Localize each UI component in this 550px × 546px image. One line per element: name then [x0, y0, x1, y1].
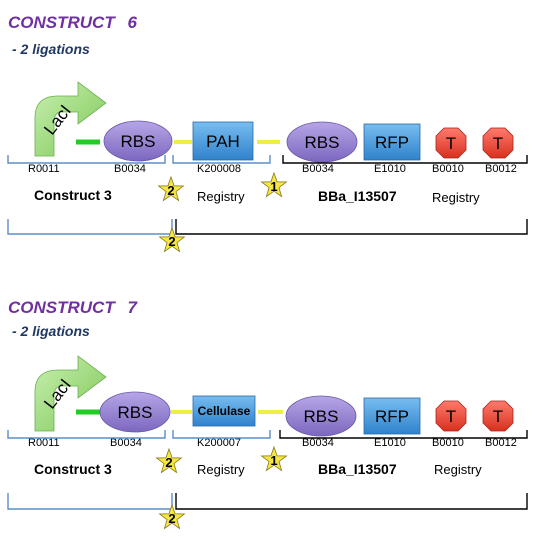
source-label: Construct 3 [34, 461, 112, 477]
promoter-arrow: LacI [34, 81, 107, 157]
terminator-2-label: T [493, 407, 503, 426]
bracket-row [7, 493, 528, 510]
promoter-arrow: LacI [34, 355, 107, 432]
rbs-1: RBS [99, 391, 171, 433]
rbs-2-label: RBS [304, 407, 339, 426]
part-code: B0012 [485, 163, 517, 175]
source-label: Registry [197, 189, 245, 204]
part-code: B0034 [114, 163, 146, 175]
star-number: 1 [270, 179, 277, 194]
part-code: B0034 [302, 437, 334, 449]
star-number: 1 [270, 453, 277, 468]
source-label: Registry [434, 462, 482, 477]
construct-7: CONSTRUCT 7 - 2 ligations LacI RBS Cellu… [7, 298, 528, 529]
bracket-row [7, 219, 528, 235]
part-code: B0034 [302, 163, 334, 175]
star-number: 2 [165, 455, 172, 470]
star-number: 2 [168, 234, 175, 249]
part-code: K200008 [197, 163, 241, 175]
terminator-2-label: T [493, 134, 503, 153]
ligation-star: 2 [158, 176, 184, 201]
coding-box: PAH [192, 121, 254, 161]
star-number: 2 [167, 183, 174, 198]
construct-6: CONSTRUCT 6 - 2 ligations LacI RBS PAH R… [7, 13, 528, 252]
part-code: B0034 [110, 437, 142, 449]
part-code: E1010 [374, 437, 406, 449]
construct-6-title: CONSTRUCT 6 [8, 13, 137, 32]
terminator-1: T [435, 127, 467, 159]
construct-7-title: CONSTRUCT 7 [8, 298, 138, 317]
biobrick-label: BBa_I13507 [318, 461, 397, 477]
rbs-2: RBS [286, 121, 358, 163]
bracket-row [7, 430, 528, 439]
coding-box: Cellulase [192, 395, 256, 427]
part-code: B0010 [432, 437, 464, 449]
ligation-star: 2 [156, 448, 182, 473]
terminator-2: T [482, 127, 514, 159]
coding-label: Cellulase [198, 404, 251, 418]
source-label: Construct 3 [34, 187, 112, 203]
bracket-row [7, 155, 528, 164]
star-number: 2 [168, 511, 175, 526]
rbs-2: RBS [285, 395, 357, 437]
part-code: R0011 [28, 163, 60, 175]
ligation-star: 2 [159, 227, 185, 252]
part-code: K200007 [197, 437, 241, 449]
source-label: Registry [197, 462, 245, 477]
terminator-1-label: T [446, 407, 456, 426]
rbs-1: RBS [103, 120, 173, 162]
part-code: B0012 [485, 437, 517, 449]
rbs-1-label: RBS [121, 132, 156, 151]
reporter-label: RFP [375, 133, 409, 152]
terminator-2: T [482, 400, 514, 432]
coding-label: PAH [206, 132, 240, 151]
construct-6-subtitle: - 2 ligations [12, 41, 90, 57]
rbs-1-label: RBS [118, 403, 153, 422]
reporter-box: RFP [363, 397, 421, 435]
ligation-star: 1 [261, 446, 287, 471]
ligation-star: 1 [261, 172, 287, 197]
ligation-star: 2 [159, 504, 185, 529]
source-label: Registry [432, 190, 480, 205]
terminator-1: T [435, 400, 467, 432]
construct-7-subtitle: - 2 ligations [12, 323, 90, 339]
biobrick-label: BBa_I13507 [318, 188, 397, 204]
part-code: B0010 [432, 163, 464, 175]
rbs-2-label: RBS [305, 133, 340, 152]
part-code: E1010 [374, 163, 406, 175]
terminator-1-label: T [446, 134, 456, 153]
part-code: R0011 [28, 437, 60, 449]
reporter-box: RFP [363, 123, 421, 161]
reporter-label: RFP [375, 407, 409, 426]
